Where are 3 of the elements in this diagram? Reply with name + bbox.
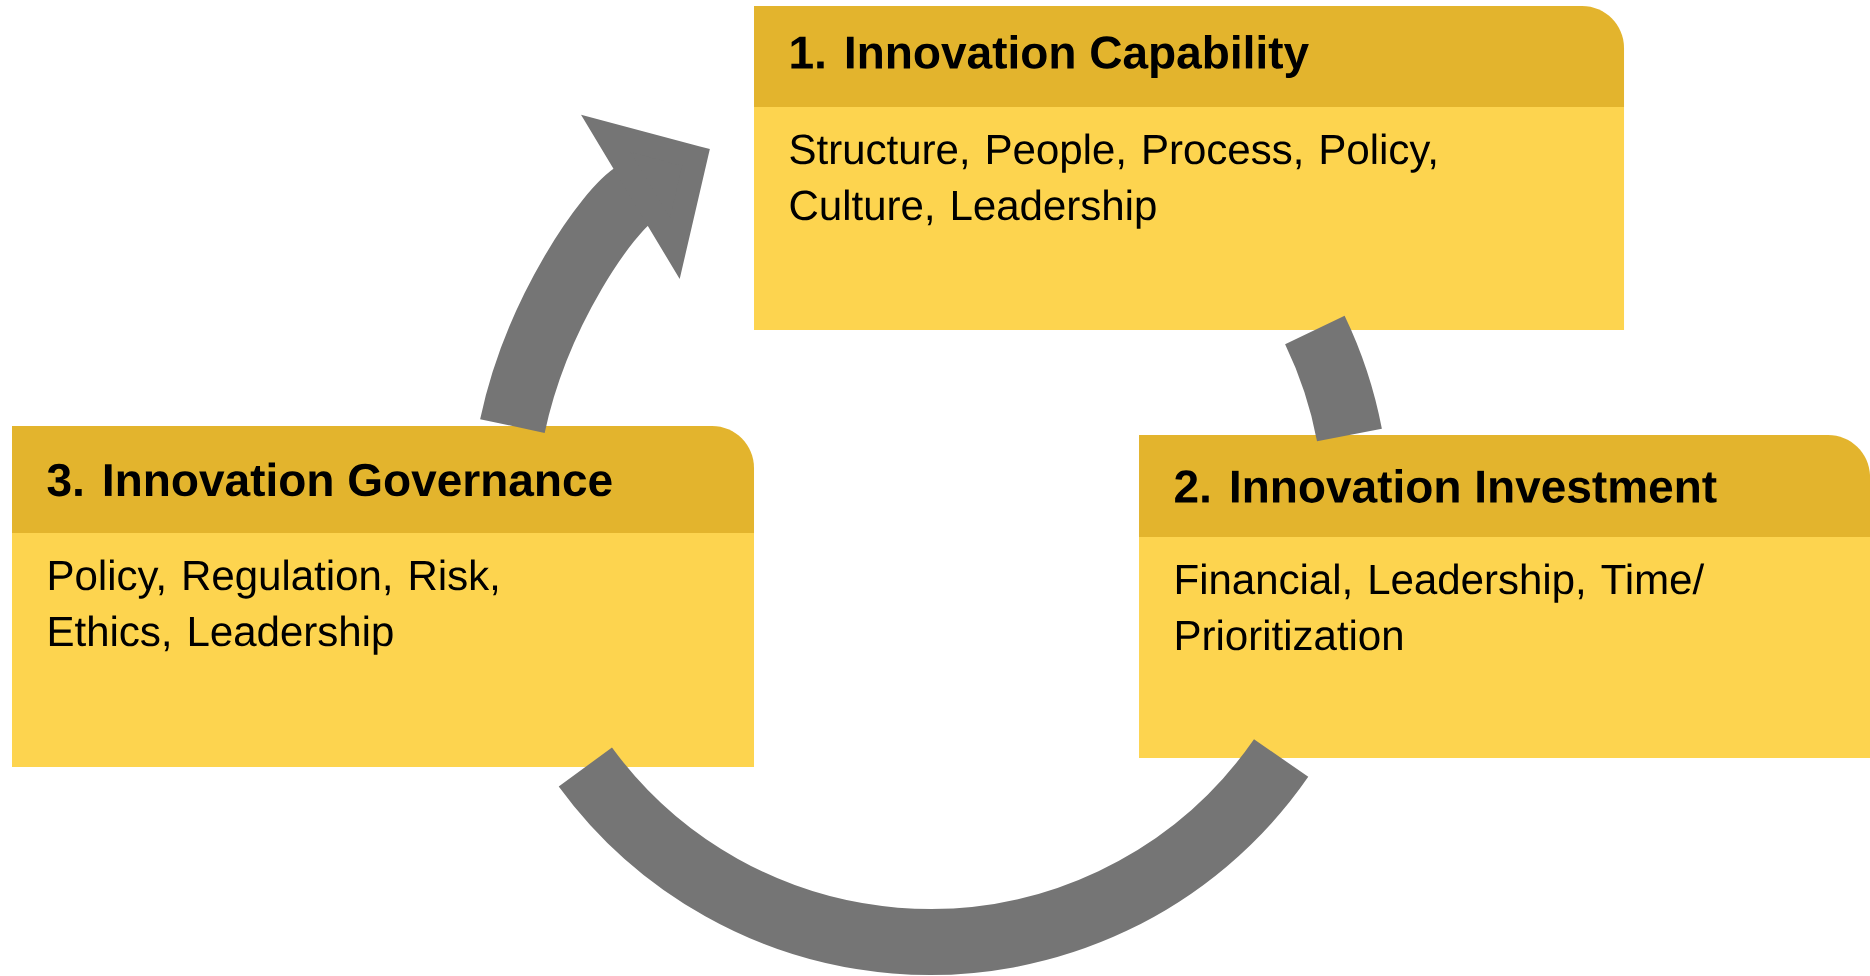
- card-heading: 2. Innovation Investment: [1175, 469, 1717, 503]
- card-heading: 1. Innovation Capability: [791, 35, 1309, 78]
- card-heading: 3. Innovation Governance: [47, 462, 612, 497]
